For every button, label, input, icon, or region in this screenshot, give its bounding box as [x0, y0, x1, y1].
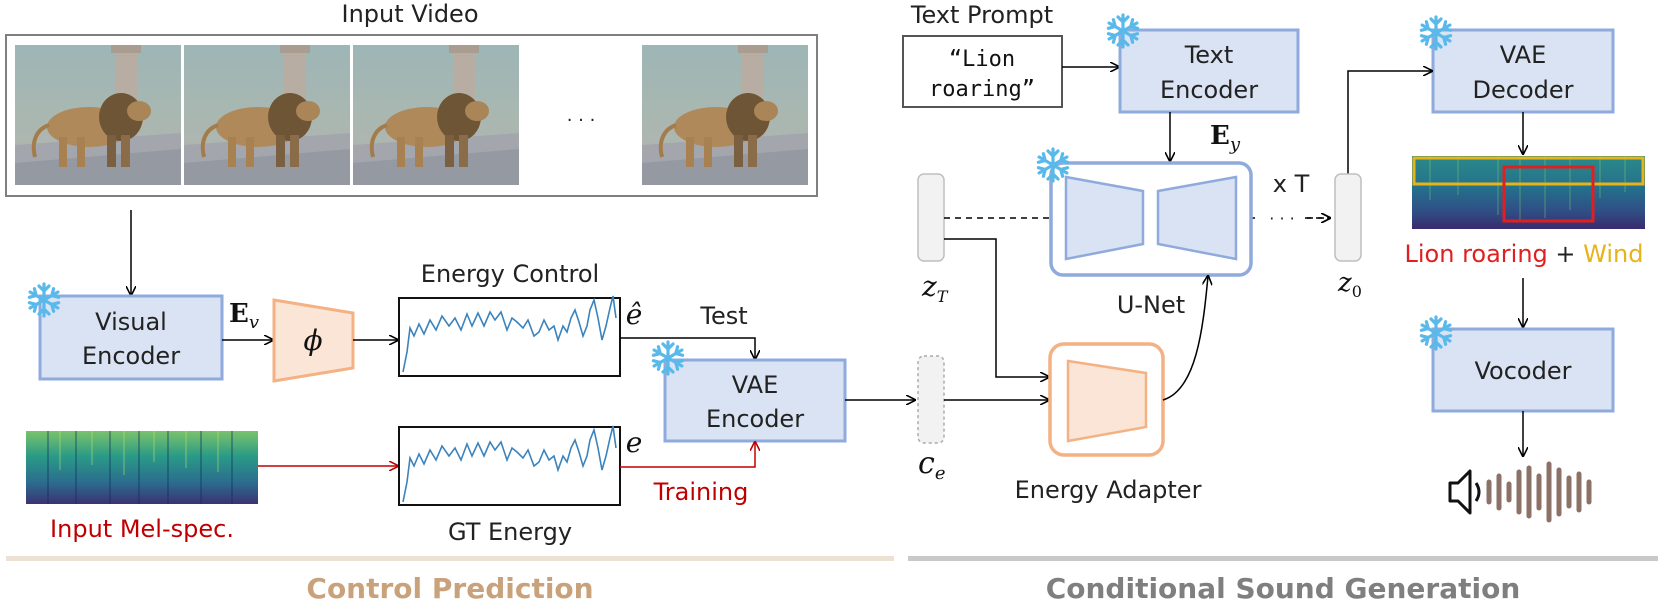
arrow-z0-to-vae-decoder — [1347, 71, 1432, 174]
control-prediction-bar — [6, 556, 894, 561]
e-symbol: e — [626, 426, 643, 459]
unet-encoder-shape — [1064, 175, 1145, 261]
gt-energy-curve — [402, 425, 617, 503]
control-prediction-title: Control Prediction — [306, 572, 593, 605]
iterations-label: x T — [1273, 170, 1310, 198]
vae-decoder-line2: Decoder — [1473, 76, 1574, 104]
vocoder-label: Vocoder — [1475, 357, 1572, 385]
prompt-line2: roaring” — [929, 77, 1035, 102]
zt-latent — [917, 173, 945, 262]
iterations-ellipsis: · · · — [1269, 209, 1294, 228]
energy-adapter-label: Energy Adapter — [1015, 476, 1202, 504]
test-label: Test — [699, 302, 747, 330]
frames-ellipsis: · · · — [567, 110, 596, 131]
visual-encoder-line1: Visual — [95, 308, 167, 336]
arrow-adapter-to-unet — [1162, 276, 1208, 401]
phi-symbol: ϕ — [303, 324, 322, 357]
text-prompt-box — [902, 35, 1063, 108]
snowflake-icon — [651, 340, 685, 376]
video-frame-1 — [13, 43, 183, 187]
z0-latent — [1334, 173, 1362, 262]
ce-latent — [917, 355, 945, 444]
text-encoder-line1: Text — [1184, 41, 1234, 69]
training-label: Training — [653, 478, 749, 506]
vae-encoder-line2: Encoder — [706, 405, 804, 433]
vae-decoder-box — [1431, 28, 1615, 114]
input-video-frame — [5, 34, 818, 197]
video-frame-3 — [351, 43, 521, 187]
mel-spectrogram-image — [26, 431, 258, 504]
energy-control-label: Energy Control — [421, 260, 599, 288]
lion-highlight-box — [1502, 165, 1595, 223]
vocoder-box — [1431, 327, 1615, 413]
prompt-line1: “Lion — [949, 47, 1015, 72]
text-encoder-line2: Encoder — [1160, 76, 1258, 104]
video-frame-4 — [640, 43, 810, 187]
input-mel-label: Input Mel-spec. — [50, 515, 234, 543]
vae-decoder-line1: VAE — [1500, 41, 1546, 69]
energy-control-curve — [402, 295, 617, 373]
gt-energy-plot — [398, 426, 621, 506]
arrow-gt-energy-to-vae-encoder — [620, 442, 755, 468]
visual-encoder-line2: Encoder — [82, 342, 180, 370]
conditional-generation-title: Conditional Sound Generation — [1046, 572, 1521, 605]
zt-symbol: zT — [921, 270, 949, 306]
e-hat-symbol: ê — [626, 298, 643, 331]
z0-symbol: z0 — [1337, 268, 1362, 301]
energy-adapter-shape — [1066, 359, 1148, 443]
text-prompt-label: Text Prompt — [910, 1, 1053, 29]
speaker-icon — [1448, 469, 1481, 515]
text-encoder-box — [1118, 28, 1300, 114]
video-frame-2 — [182, 43, 352, 187]
gt-energy-label: GT Energy — [448, 518, 572, 546]
waveform-icon — [1486, 461, 1592, 523]
energy-control-plot — [398, 297, 621, 377]
phi-module — [272, 298, 355, 383]
ey-symbol: Ey — [1210, 121, 1241, 155]
unet-decoder-shape — [1156, 175, 1238, 261]
arrow-zt-to-energy-adapter — [944, 238, 1049, 377]
wind-highlight-box — [1412, 156, 1645, 186]
ce-symbol: ce — [918, 446, 945, 484]
ev-symbol: Ev — [229, 299, 259, 333]
visual-encoder-box — [38, 294, 224, 381]
arrow-energy-control-to-vae-encoder — [620, 337, 755, 359]
conditional-generation-bar — [908, 556, 1658, 561]
vae-encoder-line1: VAE — [732, 371, 778, 399]
unet-label: U-Net — [1117, 291, 1185, 319]
input-video-label: Input Video — [341, 0, 478, 28]
output-caption: Lion roaring + Wind — [1405, 240, 1644, 268]
